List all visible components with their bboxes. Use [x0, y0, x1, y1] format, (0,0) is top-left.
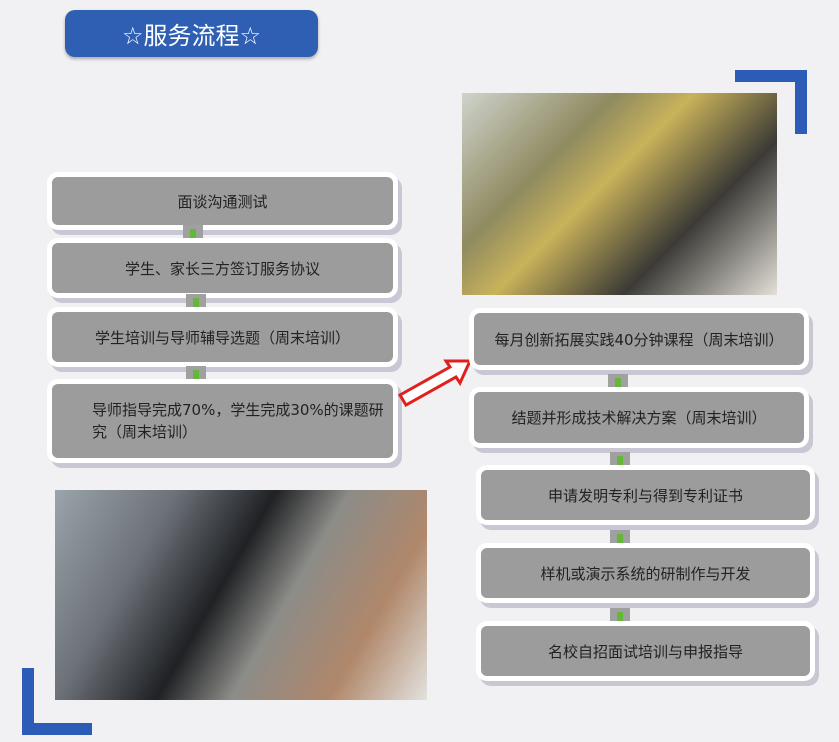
students-robotics-photo — [462, 93, 777, 295]
corner-bracket-bottom-left — [22, 668, 92, 735]
left-step-2: 学生、家长三方签订服务协议 — [52, 243, 393, 293]
page-title: ☆服务流程☆ — [65, 10, 318, 57]
mentor-students-photo — [55, 490, 427, 700]
right-step-2: 结题并形成技术解决方案（周末培训） — [474, 392, 804, 443]
left-step-4: 导师指导完成70%，学生完成30%的课题研究（周末培训） — [52, 384, 393, 458]
right-step-1: 每月创新拓展实践40分钟课程（周末培训） — [474, 313, 804, 365]
right-step-4: 样机或演示系统的研制作与开发 — [481, 548, 810, 598]
left-step-1: 面谈沟通测试 — [52, 177, 393, 225]
right-step-3: 申请发明专利与得到专利证书 — [481, 470, 810, 520]
right-arrow-icon — [398, 359, 473, 407]
left-step-3: 学生培训与导师辅导选题（周末培训） — [52, 312, 393, 362]
corner-bracket-top-right — [735, 70, 807, 134]
right-step-5: 名校自招面试培训与申报指导 — [481, 626, 810, 676]
